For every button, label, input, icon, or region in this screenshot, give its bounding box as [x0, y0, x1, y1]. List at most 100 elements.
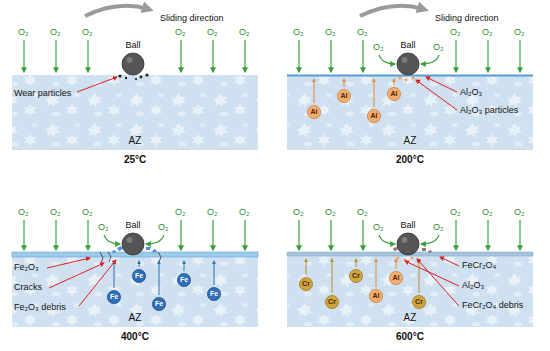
illustration-part	[374, 79, 375, 107]
atom-circle	[325, 295, 338, 308]
oxygen-label: O₂	[357, 207, 368, 218]
element-arrows	[114, 79, 419, 295]
callout-label: Sliding direction	[160, 13, 224, 24]
atom-symbol: Al	[367, 109, 381, 123]
illustration-part	[23, 40, 24, 72]
oxygen-label: O₂	[18, 27, 29, 38]
element-atom: Cr	[349, 269, 363, 283]
illustration-part	[396, 259, 397, 269]
atom-circle	[207, 287, 220, 300]
element-atom: Fe	[207, 287, 221, 301]
oxygen-label: O₂	[293, 27, 304, 38]
atom-circle	[367, 109, 380, 122]
oxygen-label: O₂	[433, 222, 444, 233]
atom-symbol: Cr	[299, 277, 313, 291]
element-atom: Al	[367, 109, 381, 123]
illustration-part	[422, 248, 426, 251]
ball-shape	[121, 232, 145, 256]
illustration-part	[12, 75, 258, 150]
illustration-part	[362, 40, 363, 72]
oxygen-label: O₂	[175, 207, 186, 218]
material-label: AZ	[287, 135, 533, 147]
illustration-part	[428, 250, 432, 253]
illustration-part	[87, 40, 88, 72]
oxygen-label: O₂	[82, 27, 93, 38]
oxygen-label: O₂	[18, 207, 29, 218]
oxygen-label: O₂	[239, 207, 250, 218]
illustration-part	[356, 259, 357, 267]
illustration-part	[306, 259, 419, 293]
atom-circle	[337, 89, 350, 102]
ball-label: Ball	[118, 40, 148, 52]
illustration-part	[379, 55, 395, 64]
element-atom: Al	[369, 289, 383, 303]
ball-highlight	[127, 237, 133, 243]
illustration-part	[244, 40, 245, 72]
illustration-part	[146, 247, 151, 250]
illustration-part	[212, 220, 213, 250]
ball-highlight	[127, 57, 133, 63]
illustration-part	[159, 261, 160, 295]
illustration-part	[135, 78, 137, 80]
ball-body	[122, 233, 144, 255]
atom-circle	[177, 273, 190, 286]
oxygen-label: O₂	[239, 27, 250, 38]
atom-symbol: Al	[389, 271, 403, 285]
oxygen-arrows	[24, 40, 520, 250]
material-label: AZ	[12, 135, 258, 147]
illustration-part	[114, 261, 115, 288]
illustration-part	[12, 255, 258, 327]
oxygen-label: O₂	[325, 207, 336, 218]
atom-circle	[387, 87, 400, 100]
oxygen-label: O₂	[514, 27, 525, 38]
illustration-part	[108, 252, 111, 262]
element-atom: Cr	[412, 295, 426, 309]
illustration-part	[244, 220, 245, 250]
illustration-part	[397, 257, 400, 260]
illustration-part	[100, 252, 103, 263]
temperature-label: 200°C	[396, 154, 424, 166]
substrate-block: AZFeFeFeFeFe	[12, 255, 258, 327]
atom-circle	[299, 277, 312, 290]
illustration-part	[519, 220, 520, 250]
element-atom: Al	[387, 87, 401, 101]
element-atom: Al	[389, 271, 403, 285]
atom-circle	[349, 269, 362, 282]
atom-circle	[369, 289, 382, 302]
illustration-part	[47, 258, 90, 268]
ball-shape	[396, 52, 420, 76]
illustration-part	[49, 263, 104, 288]
illustration-part	[314, 79, 396, 287]
illustration-part	[376, 259, 377, 287]
oxygen-label: O₂	[482, 207, 493, 218]
illustration-part	[379, 235, 395, 244]
oxygen-label: O₂	[373, 42, 384, 53]
oxygen-label: O₂	[50, 27, 61, 38]
ball-label: Ball	[393, 40, 423, 52]
temperature-label: 400°C	[121, 331, 149, 343]
illustration-part	[330, 220, 331, 250]
oxygen-label: O₂	[175, 27, 186, 38]
illustration-part	[440, 257, 459, 266]
oxygen-label: O₂	[50, 207, 61, 218]
callout-label: Al₂O₃	[460, 87, 482, 98]
element-atom: Fe	[107, 290, 121, 304]
atom-symbol: Fe	[152, 297, 166, 311]
illustration-part	[421, 55, 439, 64]
atom-symbol: Fe	[107, 290, 121, 304]
oxygen-label: O₂	[373, 222, 384, 233]
illustration-part	[85, 6, 148, 16]
oxide-layer-200	[287, 76, 533, 82]
illustration-part	[411, 257, 414, 260]
illustration-part	[104, 235, 120, 244]
illustration-part	[487, 220, 488, 250]
illustration-part	[287, 75, 533, 150]
material-label: AZ	[287, 312, 533, 324]
illustration-part	[112, 250, 116, 253]
illustration-part	[426, 77, 457, 92]
illustration-part	[455, 40, 456, 72]
illustration-part	[416, 80, 457, 110]
illustration-part	[55, 220, 56, 250]
counter-ball: Ball	[393, 220, 423, 256]
illustration-part	[180, 220, 181, 250]
